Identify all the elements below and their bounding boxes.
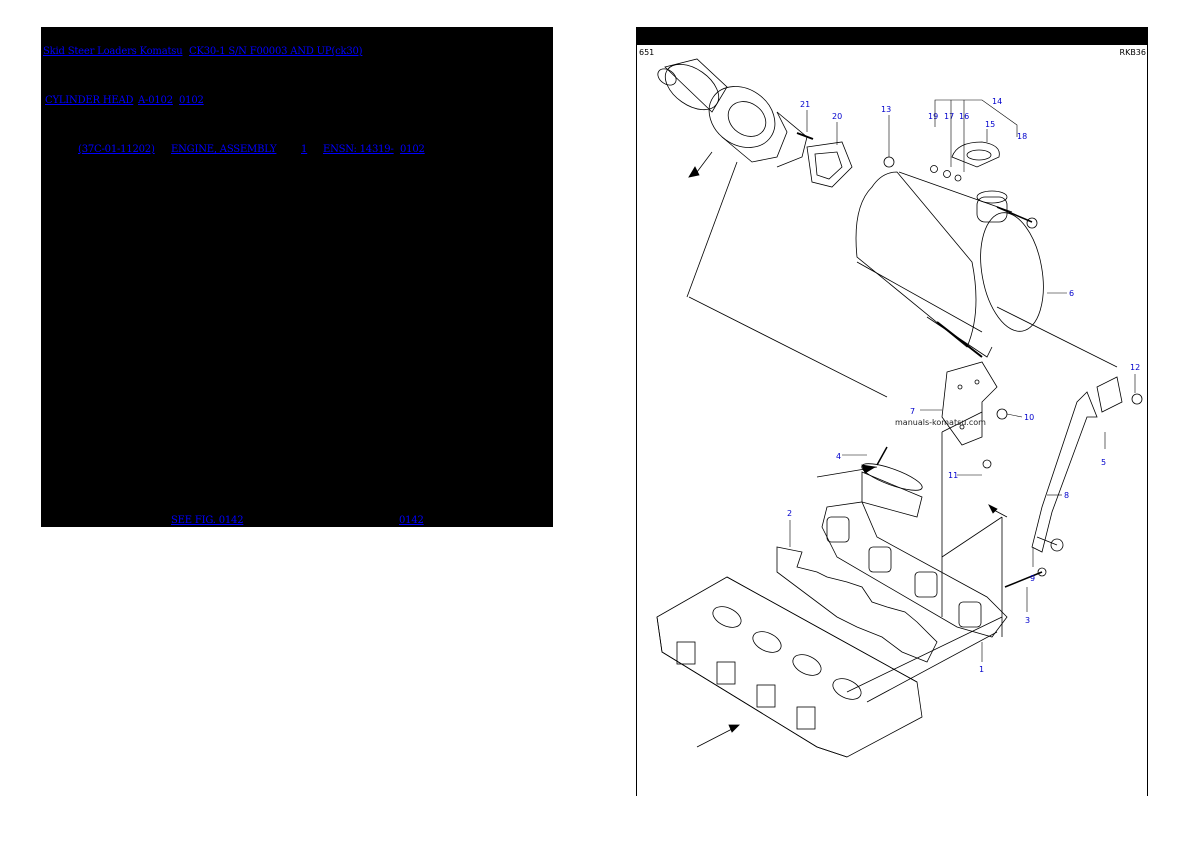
section-code-link[interactable]: A-0102	[138, 95, 173, 106]
exploded-diagram-panel: 651 RKB36	[636, 27, 1148, 796]
parts-info-panel: Skid Steer Loaders Komatsu CK30-1 S/N F0…	[41, 27, 553, 527]
callout-9: 9	[1030, 574, 1035, 583]
watermark-text: manuals-komatsu.com	[895, 418, 986, 427]
callout-20: 20	[832, 112, 842, 121]
callout-18: 18	[1017, 132, 1027, 141]
section-title-link[interactable]: CYLINDER HEAD	[45, 95, 134, 106]
bracket-7-part	[941, 361, 1008, 469]
callout-14: 14	[992, 97, 1002, 106]
callout-13: 13	[881, 105, 891, 114]
gasket-20-part	[796, 132, 853, 188]
part-serial-link[interactable]: ENSN: 14319-	[323, 144, 394, 155]
callout-19: 19	[928, 112, 938, 121]
clamp-15-part	[883, 141, 1038, 229]
section-page-link[interactable]: 0102	[179, 95, 204, 106]
drawing-code: RKB36	[1119, 48, 1146, 57]
diagram-header-bar	[637, 27, 1147, 45]
muffler-part	[688, 171, 1118, 398]
callout-labels: 21 20 13 14 19 17 16 15 18 6 12 7 10 5 4…	[787, 97, 1140, 674]
callout-7: 7	[910, 407, 915, 416]
figure-number: 651	[639, 48, 655, 57]
callout-17: 17	[944, 112, 954, 121]
cylinder-head-part	[656, 576, 1003, 758]
bolts-part	[941, 411, 1058, 637]
exhaust-manifold-part	[816, 446, 1008, 638]
breadcrumb-model-link[interactable]: CK30-1 S/N F00003 AND UP(ck30)	[189, 46, 363, 57]
bracket-8-part	[1031, 376, 1143, 553]
callout-3: 3	[1025, 616, 1030, 625]
engine-exploded-drawing: 21 20 13 14 19 17 16 15 18 6 12 7 10 5 4…	[656, 58, 1143, 758]
callout-1: 1	[979, 665, 984, 674]
breadcrumb-category-link[interactable]: Skid Steer Loaders Komatsu	[43, 46, 183, 57]
callout-4: 4	[836, 452, 841, 461]
callout-2: 2	[787, 509, 792, 518]
part-number-link[interactable]: (37C-01-11202)	[78, 144, 155, 155]
part-quantity-link[interactable]: 1	[301, 144, 308, 155]
fig-page-link[interactable]: 0142	[399, 515, 424, 526]
callout-15: 15	[985, 120, 995, 129]
part-description-link[interactable]: ENGINE, ASSEMBLY	[171, 144, 277, 155]
callout-leaders	[789, 99, 1136, 662]
part-serial-page-link[interactable]: 0102	[400, 144, 425, 155]
see-fig-link[interactable]: SEE FIG. 0142	[171, 515, 244, 526]
callout-6: 6	[1069, 289, 1074, 298]
callout-8: 8	[1064, 491, 1069, 500]
manifold-gasket-part	[776, 546, 938, 663]
callout-5: 5	[1101, 458, 1106, 467]
callout-11: 11	[948, 471, 958, 480]
callout-10: 10	[1024, 413, 1034, 422]
turbocharger-part	[657, 58, 808, 298]
callout-12: 12	[1130, 363, 1140, 372]
callout-21: 21	[800, 100, 810, 109]
